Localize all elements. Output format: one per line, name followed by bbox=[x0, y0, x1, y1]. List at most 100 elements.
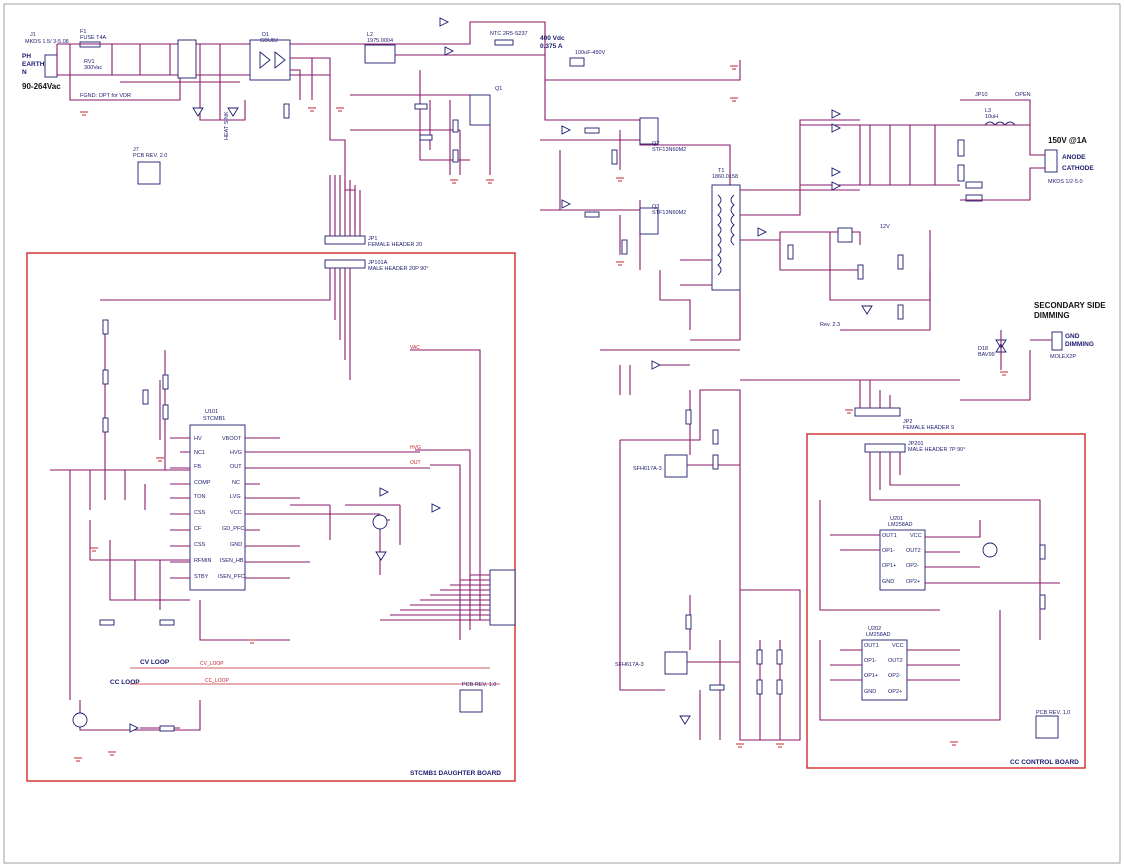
dim-label: DIMMING bbox=[1065, 341, 1094, 348]
ic-pin: COMP bbox=[194, 480, 211, 486]
output-inductor-l3 bbox=[984, 121, 1016, 126]
j7-label: PCB REV. 2.0 bbox=[133, 153, 167, 159]
j3-part: MKDS 1/2-5.0 bbox=[1048, 179, 1083, 185]
r28-resistor bbox=[712, 454, 719, 470]
pin-ph: PH bbox=[22, 53, 31, 60]
r27-resistor bbox=[712, 429, 719, 445]
c8-value: 100uF-450V bbox=[575, 50, 606, 56]
r22-resistor bbox=[897, 304, 904, 320]
q1-ref: Q1 bbox=[495, 86, 502, 92]
output-rating: 150V @1A bbox=[1048, 136, 1087, 145]
r45-resistor bbox=[756, 679, 763, 695]
ground-symbols bbox=[74, 65, 1008, 762]
optocoupler-u3 bbox=[664, 454, 688, 478]
ic-u101 bbox=[189, 424, 246, 591]
l3-value: 10uH bbox=[985, 114, 998, 120]
ic-pin: VCC bbox=[230, 510, 242, 516]
ic-ref: U101 bbox=[205, 409, 218, 415]
opamp-u202 bbox=[861, 639, 908, 701]
u201-pin: VCC bbox=[910, 533, 922, 539]
bulk-cap-c8 bbox=[569, 57, 585, 67]
fgnd-note: FGND: OPT for VDR bbox=[80, 93, 131, 99]
ic-pin: GND bbox=[230, 542, 242, 548]
pcb-j7: J7 PCB REV. 2.0 bbox=[133, 147, 167, 185]
transistor-q102 bbox=[372, 514, 388, 530]
r105-resistor bbox=[162, 374, 169, 390]
r23-resistor bbox=[957, 164, 965, 182]
transistor-q201 bbox=[982, 542, 998, 558]
ic-pin: NC bbox=[232, 480, 240, 486]
r18b-resistor bbox=[897, 254, 904, 270]
j2-part: MOLEX2P bbox=[1050, 354, 1076, 360]
u201-pin: OP1+ bbox=[882, 563, 896, 569]
l2-ref: L2 bbox=[367, 32, 373, 38]
u202-pin: OP1- bbox=[864, 658, 877, 664]
dimming-connector-j2 bbox=[1051, 331, 1063, 351]
ntc-r1 bbox=[494, 39, 514, 46]
opamp-u201 bbox=[879, 529, 926, 591]
r52b-resistor bbox=[776, 649, 783, 665]
half-bridge-q3 bbox=[639, 207, 659, 235]
r26-resistor bbox=[685, 409, 692, 425]
cc-control-board: CC CONTROL BOARD U201 LM258AD OUT1 OP1- … bbox=[806, 433, 1086, 769]
diode-d13 bbox=[651, 360, 662, 370]
u201-pin: OP2+ bbox=[906, 579, 920, 585]
varistor-ref: RV1 bbox=[84, 59, 95, 65]
r44-resistor bbox=[756, 649, 763, 665]
u202-pin: GND bbox=[864, 689, 876, 695]
pfc-section: L2 1975.0004 NTC 2R5-S237 400 Vdc 0.375 … bbox=[330, 17, 741, 175]
r12-resistor bbox=[611, 149, 618, 165]
ic-pin: HV bbox=[194, 436, 202, 442]
jp201-ref: JP201 bbox=[908, 441, 924, 447]
daughter-board: STCMB1 DAUGHTER BOARD U101 STCMB1 HV NC1… bbox=[26, 252, 516, 782]
output-connector-j3 bbox=[1044, 149, 1058, 173]
ic-pin: GD_PFC bbox=[222, 526, 244, 532]
j201-label: PCB REV. 1.0 bbox=[1036, 710, 1070, 716]
d18-value: BAV99 bbox=[978, 352, 995, 358]
jumper-label: OPEN bbox=[1015, 92, 1031, 98]
r102-resistor bbox=[102, 369, 109, 385]
diode-d3 bbox=[444, 46, 455, 56]
tl431-u5 bbox=[861, 305, 873, 315]
ic-pin: NC1 bbox=[194, 450, 205, 456]
jp1-label: FEMALE HEADER 20 bbox=[368, 242, 422, 248]
j7-ref: J7 bbox=[133, 147, 139, 153]
hvg-net: HVG bbox=[410, 445, 421, 451]
r106-resistor bbox=[162, 404, 169, 420]
r9-resistor bbox=[452, 149, 459, 163]
tl431-u6 bbox=[679, 715, 691, 725]
jp1-ref: JP1 bbox=[368, 236, 377, 242]
secondary-output-section: L3 10uH JP10 OPEN 150V @1A ANODE CATHODE… bbox=[800, 92, 1094, 202]
transformer-section: T1 1860.0158 bbox=[659, 119, 860, 330]
q2-value: STF13N60M2 bbox=[652, 147, 686, 153]
ic-pin: ISEN_PFC bbox=[218, 574, 245, 580]
r20-resistor bbox=[957, 139, 965, 157]
u202-ref: U202 bbox=[868, 626, 881, 632]
ic-pin: ISEN_HB bbox=[220, 558, 244, 564]
diode-d101 bbox=[379, 487, 390, 497]
t1-ref: T1 bbox=[718, 168, 724, 174]
cc-loop-label: CC LOOP bbox=[110, 679, 140, 686]
rev-label: Rev. 2.3 bbox=[820, 322, 840, 328]
u201-part: LM258AD bbox=[888, 522, 912, 528]
r3-resistor bbox=[414, 103, 428, 110]
vac-net: VAC bbox=[410, 345, 420, 351]
ic-pins-right: VBOOT HVG OUT NC LVG VCC GD_PFC GND ISEN… bbox=[218, 436, 245, 580]
ac-input-section: J1 MKDS 1.5/ 3-5.08 PH EARTH N 90-264Vac… bbox=[22, 29, 356, 230]
transformer-secondary-winding bbox=[730, 194, 735, 246]
t1-part: 1860.0158 bbox=[712, 174, 738, 180]
heatsink-label: HEAT SINK bbox=[224, 111, 230, 140]
diode-d2 bbox=[439, 17, 450, 27]
jp101a-label: MALE HEADER 20P 90° bbox=[368, 266, 429, 272]
pcb-rev-j7-box bbox=[137, 161, 161, 185]
out-net: OUT bbox=[410, 460, 421, 466]
r2-resistor bbox=[584, 127, 600, 134]
ic-pin: TON bbox=[194, 494, 206, 500]
dim-gnd-label: GND bbox=[1065, 333, 1080, 340]
r101-resistor bbox=[102, 319, 109, 335]
ntc-label: NTC 2R5-S237 bbox=[490, 31, 528, 37]
input-connector-j1 bbox=[44, 54, 58, 78]
u201-pin: GND bbox=[882, 579, 894, 585]
pin-earth: EARTH bbox=[22, 61, 45, 68]
anode-label: ANODE bbox=[1062, 154, 1086, 161]
